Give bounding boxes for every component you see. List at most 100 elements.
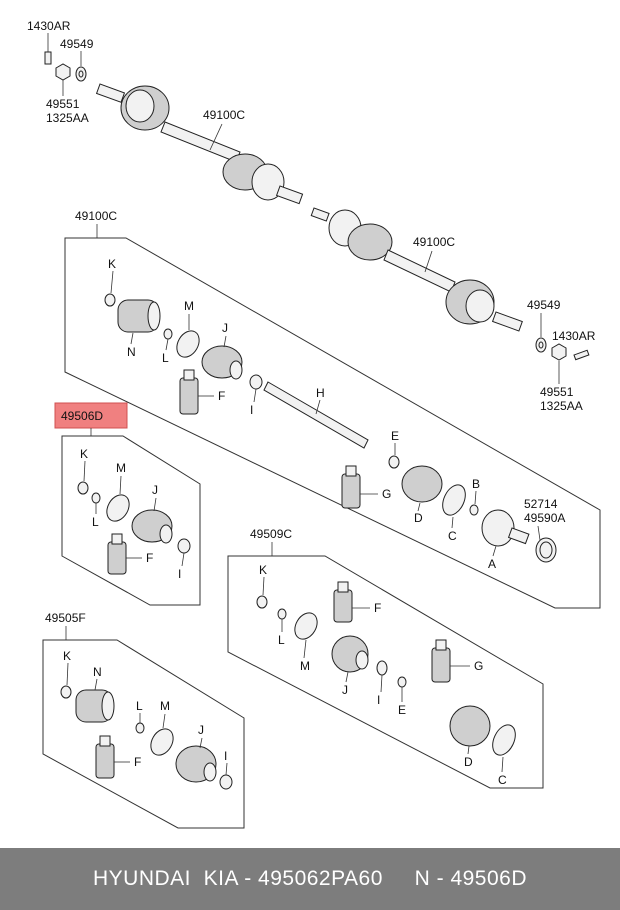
boot-j-c-end <box>355 650 369 670</box>
drive-shaft-diagram: 1430AR 49549 49551 1325AA 49100C 49100C … <box>27 19 601 829</box>
leader <box>209 123 223 151</box>
label-1430ar-left: 1430AR <box>27 19 71 33</box>
shaft-bar-r <box>383 249 456 293</box>
highlight-49506d <box>54 402 128 429</box>
leader <box>424 250 433 273</box>
clip-l-d <box>91 492 101 504</box>
clip-i-c <box>376 660 388 676</box>
footer-part-number: 495062PA60 <box>258 867 383 890</box>
letter-k-d: K <box>80 447 88 461</box>
letter-i-c: I <box>377 693 380 707</box>
letter-d: D <box>414 511 423 525</box>
ring-e-c <box>397 676 407 688</box>
label-49100c-top: 49100C <box>203 108 245 122</box>
label-49551-right: 49551 <box>540 385 574 399</box>
boot-j-end <box>229 360 243 380</box>
label-52714: 52714 <box>524 497 558 511</box>
footer-brand: HYUNDAI KIA <box>92 867 238 890</box>
letter-m-c: M <box>300 659 310 673</box>
letter-f-d: F <box>146 551 153 565</box>
grease-f-cap <box>183 369 195 381</box>
leader <box>501 756 504 773</box>
leader <box>199 737 203 749</box>
leader <box>345 671 349 683</box>
joint-a-stub <box>507 527 530 545</box>
leader <box>223 335 227 348</box>
joint-a <box>481 509 515 547</box>
letter-b: B <box>472 477 480 491</box>
label-kit-49509c: 49509C <box>250 527 292 541</box>
letter-e: E <box>391 429 399 443</box>
label-49549-left: 49549 <box>60 37 94 51</box>
band-c <box>442 484 466 516</box>
kit-49506d: 49506D K L M J F I <box>54 402 201 606</box>
top-labels: 1430AR 49549 49551 1325AA 49100C 49100C … <box>27 19 596 413</box>
letter-c: C <box>448 529 457 543</box>
label-1430ar-right: 1430AR <box>552 329 596 343</box>
dust-cover-n-f-face <box>101 691 115 721</box>
band-m-d <box>106 494 130 522</box>
leader <box>83 460 86 482</box>
leader <box>162 713 166 729</box>
letter-k-c: K <box>259 563 267 577</box>
leader <box>537 525 541 541</box>
band-c-c <box>492 724 516 756</box>
boot-j-d-end <box>159 524 173 544</box>
grease-f-c-cap <box>337 581 349 593</box>
label-49549-right: 49549 <box>527 298 561 312</box>
shaft-bar <box>160 121 241 163</box>
letter-c-c: C <box>498 773 507 787</box>
band-m-f <box>150 728 174 756</box>
boot-j-f-end <box>203 762 217 782</box>
clip-l <box>163 328 173 340</box>
letter-j-f: J <box>198 723 204 737</box>
footer-gap <box>383 867 415 890</box>
grease-f-d <box>107 541 127 575</box>
ring-e <box>388 455 400 469</box>
grease-g-cap <box>345 465 357 477</box>
kit-49100c: 49100C K N L M J F I H E <box>64 209 601 609</box>
leader <box>467 745 470 755</box>
letter-g: G <box>382 487 391 501</box>
label-1325aa-right: 1325AA <box>540 399 583 413</box>
letter-f-c: F <box>374 601 381 615</box>
ring-k-c <box>256 595 268 609</box>
inner-housing <box>251 163 285 201</box>
clip-l-c <box>277 608 287 620</box>
letter-k: K <box>108 257 116 271</box>
inner-stub <box>275 185 304 205</box>
letter-m-f: M <box>160 699 170 713</box>
ring-k <box>104 293 116 307</box>
letter-g-c: G <box>474 659 483 673</box>
letter-j: J <box>222 321 228 335</box>
leader <box>165 338 169 351</box>
band-m-c <box>294 612 318 640</box>
leader <box>94 678 98 691</box>
letter-k-f: K <box>63 649 71 663</box>
letter-j-d: J <box>152 483 158 497</box>
kit-frame-49506d <box>61 435 201 606</box>
leader <box>492 545 497 557</box>
letter-n-f: N <box>93 665 102 679</box>
letter-e-c: E <box>398 703 406 717</box>
label-49100c-right: 49100C <box>413 235 455 249</box>
kit-frame-49509c <box>227 555 544 789</box>
hub-nut <box>55 63 71 81</box>
clip-i-f <box>219 774 233 790</box>
grease-f-f-cap <box>99 735 111 747</box>
letter-l-c: L <box>278 633 285 647</box>
grease-g-c <box>431 647 451 683</box>
left-shaft-assembly <box>44 40 304 205</box>
letter-f-f: F <box>134 755 141 769</box>
letter-j-c: J <box>342 683 348 697</box>
label-kit-49506d: 49506D <box>61 409 103 423</box>
grease-g-c-cap <box>435 639 447 651</box>
leader <box>66 662 69 686</box>
label-49590a: 49590A <box>524 511 565 525</box>
label-49551-left: 49551 <box>46 97 80 111</box>
leader <box>130 332 134 345</box>
leader <box>303 639 307 659</box>
clip-i-d <box>177 538 191 554</box>
leader <box>181 552 185 567</box>
footer-sep: - <box>237 867 259 890</box>
